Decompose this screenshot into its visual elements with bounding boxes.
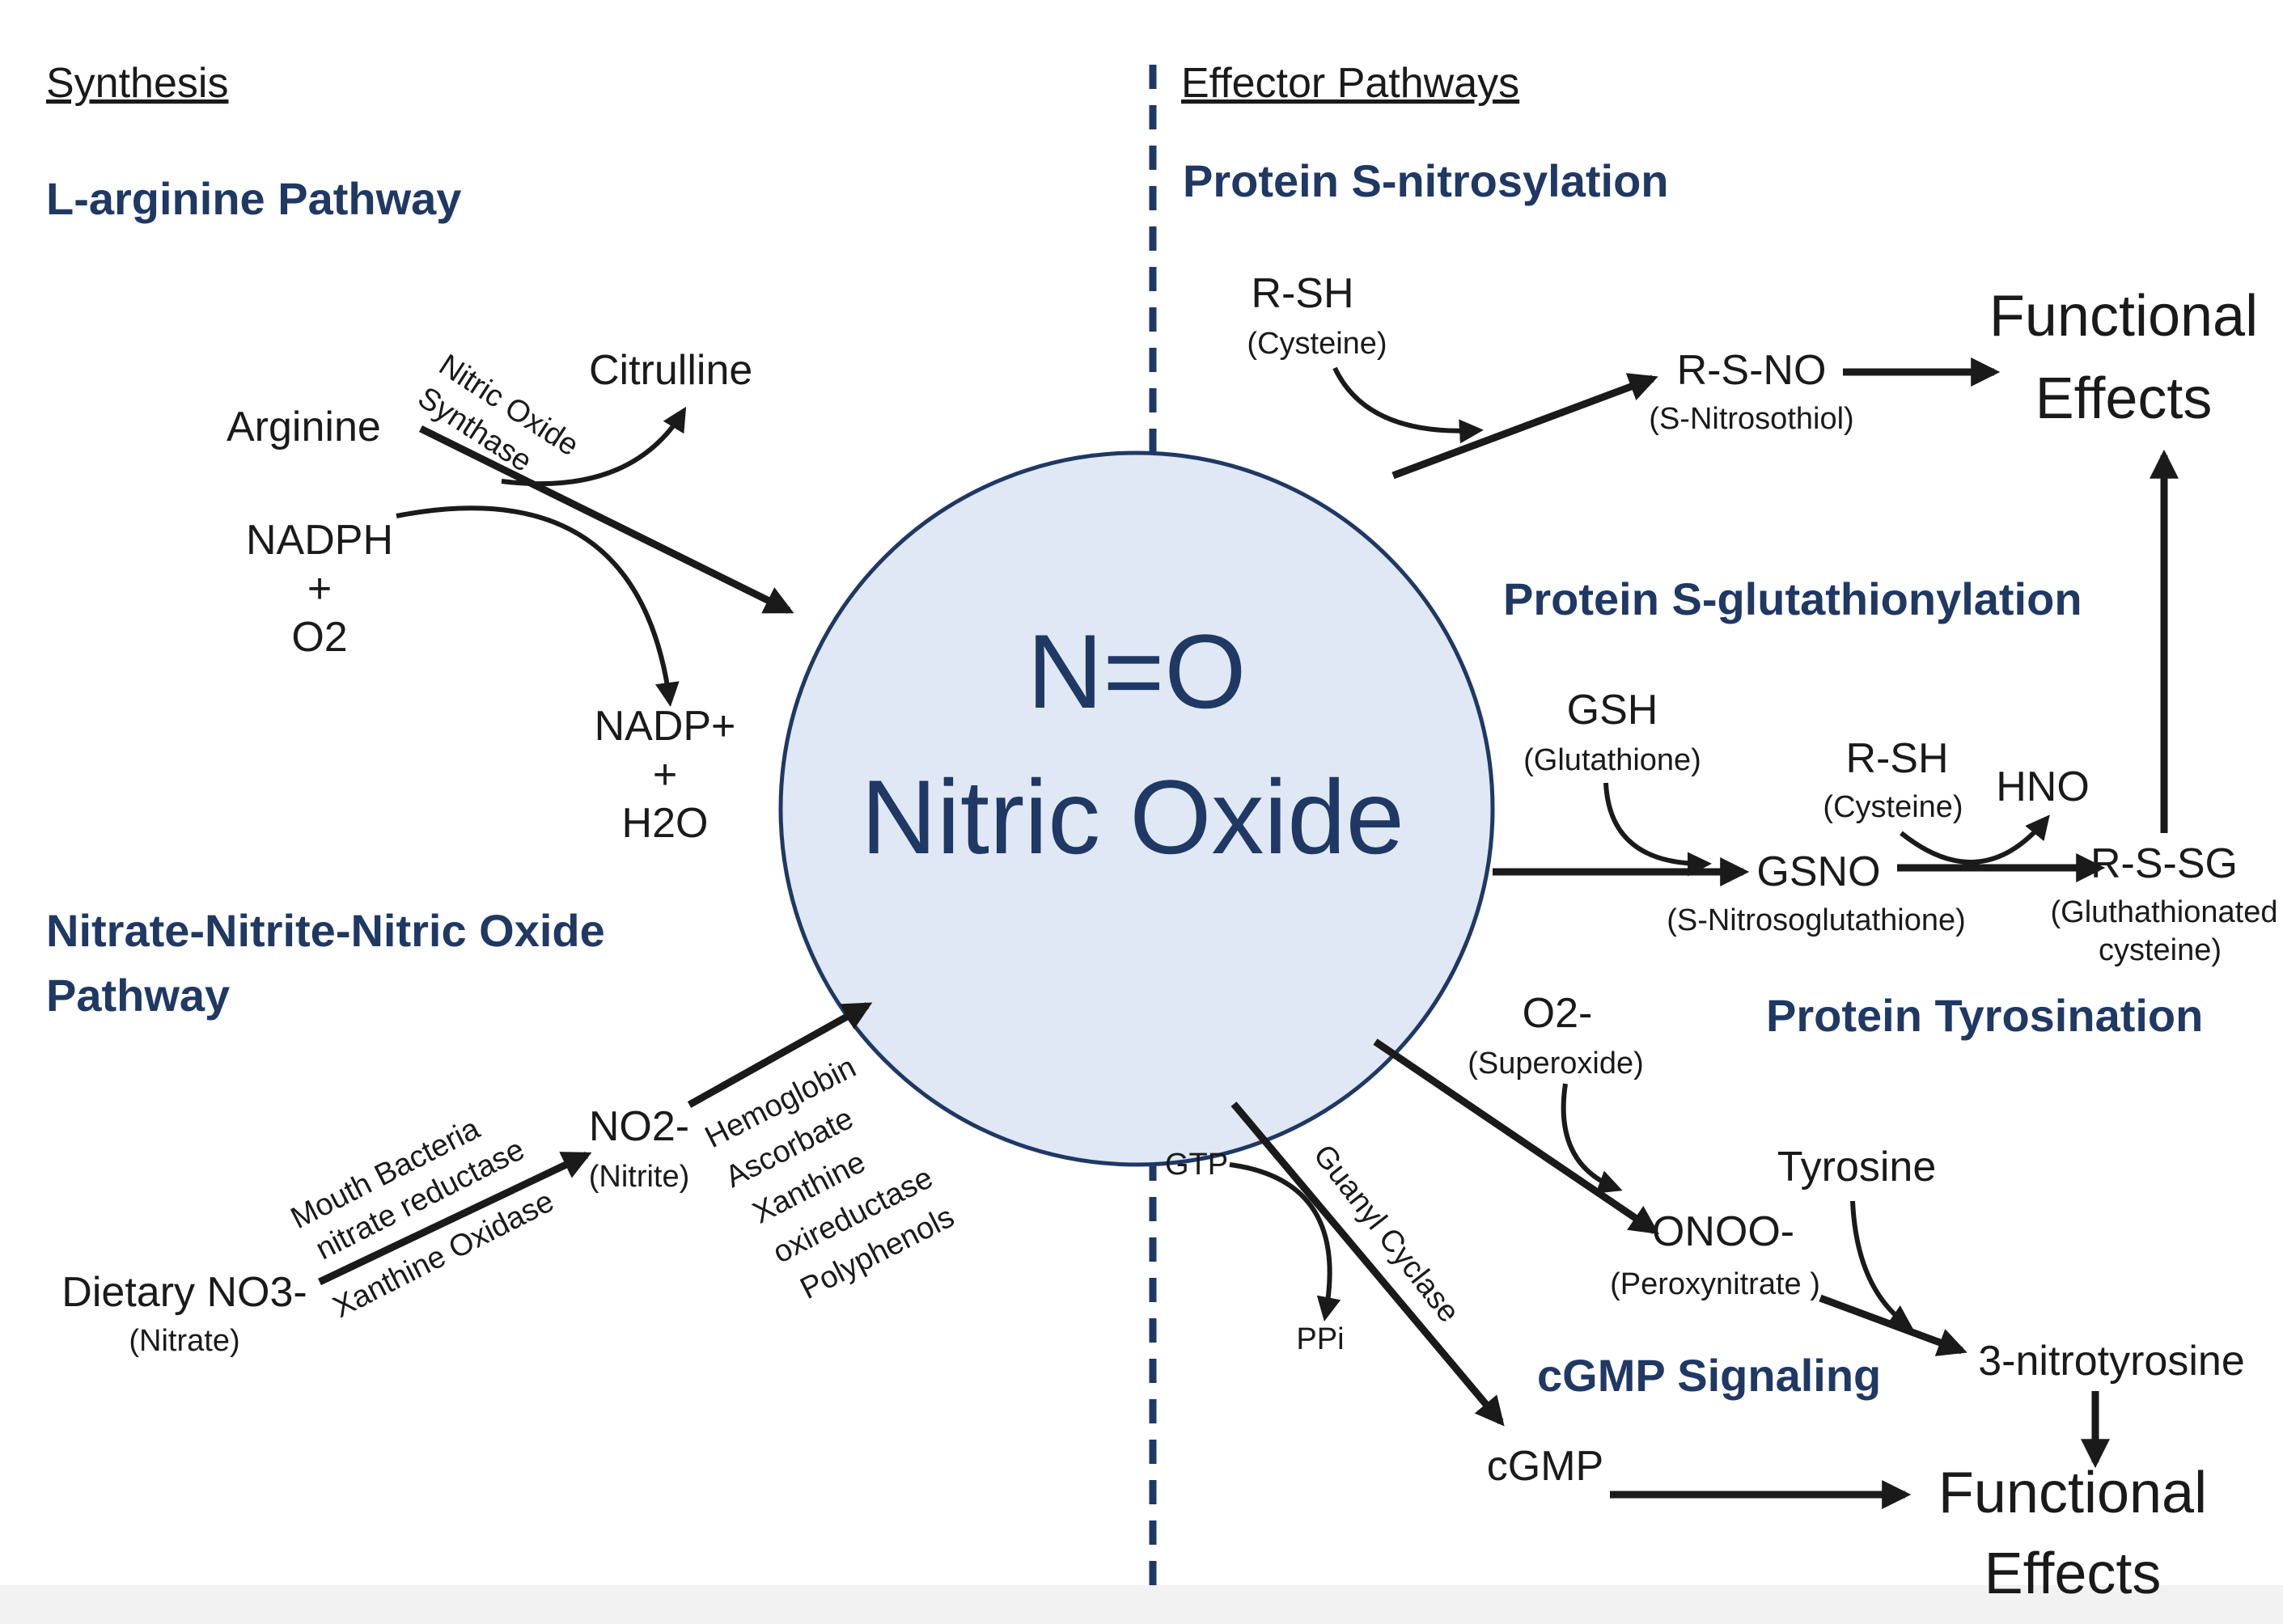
nitrotyrosine-label: 3-nitrotyrosine [1978, 1338, 2244, 1385]
gsh-join-arrow [1603, 782, 1712, 877]
snitrosothiol-sublabel: (S-Nitrosothiol) [1649, 402, 1853, 436]
no2-label: NO2- [589, 1103, 689, 1150]
heading-larginine: L-arginine Pathway [46, 173, 461, 224]
dietary-no3-label: Dietary NO3- [61, 1269, 307, 1316]
gsh-label: GSH [1567, 687, 1658, 734]
no-to-cgmp-arrow [1230, 1102, 1505, 1427]
onoo-to-nitrotyrosine-arrow [1819, 1294, 1967, 1356]
rsno-label: R-S-NO [1677, 347, 1827, 394]
citrulline-branch-arrow [501, 406, 687, 487]
snitrosoglutathione-sublabel: (S-Nitrosoglutathione) [1667, 903, 1966, 937]
glutathionated-sublabel-2: cysteine) [2099, 933, 2222, 967]
gsno-label: GSNO [1756, 848, 1880, 895]
heading-snitrosylation: Protein S-nitrosylation [1183, 155, 1669, 206]
nitric-oxide-circle [778, 450, 1495, 1167]
tyrosine-label: Tyrosine [1777, 1144, 1937, 1191]
center-name: Nitric Oxide [861, 758, 1404, 876]
gtp-to-ppi-arrow [1229, 1162, 1341, 1322]
nadph-to-nadp-arrow [396, 505, 680, 707]
citrulline-label: Citrulline [589, 347, 752, 394]
functional-effects-2-line2: Effects [1984, 1542, 2162, 1606]
heading-cgmp: cGMP Signaling [1537, 1350, 1881, 1401]
nadp-label: NADP+ [595, 703, 736, 750]
functional-effects-2-line1: Functional [1938, 1461, 2207, 1525]
section-title-effector: Effector Pathways [1181, 60, 1519, 107]
onoo-label: ONOO- [1652, 1208, 1794, 1255]
nitrate-sublabel: (Nitrate) [129, 1324, 239, 1358]
cysteine-sublabel-1: (Cysteine) [1247, 327, 1387, 361]
no-to-onoo-arrow [1373, 1038, 1659, 1235]
rsh-label-2: R-SH [1845, 735, 1948, 782]
plus-label-2: + [653, 751, 677, 798]
heading-nitrate-line2: Pathway [46, 970, 230, 1021]
functional-effects-1-line2: Effects [2035, 366, 2213, 431]
h2o-label: H2O [622, 800, 709, 847]
rsh-join-arrow [1332, 366, 1484, 444]
hno-branch-arrow [1900, 814, 2050, 865]
guanyl-cyclase-label: Guanyl Cyclase [1307, 1139, 1466, 1330]
nitrite-sublabel: (Nitrite) [589, 1160, 690, 1194]
arginine-label: Arginine [227, 404, 381, 450]
bottom-strip [0, 1585, 2283, 1624]
tyrosine-join-arrow [1850, 1200, 1913, 1330]
arginine-to-no-arrow [419, 425, 794, 615]
section-title-synthesis: Synthesis [46, 60, 228, 107]
no3-to-no2-arrow [318, 1151, 592, 1286]
o2-label: O2 [291, 614, 347, 661]
superoxide-sublabel: (Superoxide) [1468, 1047, 1644, 1081]
center-formula: N=O [1027, 612, 1247, 730]
heading-nitrate-line1: Nitrate-Nitrite-Nitric Oxide [46, 905, 605, 956]
nadph-label: NADPH [246, 517, 393, 564]
plus-label-1: + [307, 565, 332, 612]
heading-sglutathionylation: Protein S-glutathionylation [1503, 573, 2082, 624]
rsh-label-1: R-SH [1251, 270, 1353, 317]
no2-to-no-arrow [687, 1002, 873, 1108]
hno-label: HNO [1996, 763, 2090, 810]
ppi-label: PPi [1296, 1322, 1344, 1356]
glutathione-sublabel: (Glutathione) [1523, 743, 1701, 777]
functional-effects-1-line1: Functional [1989, 284, 2258, 349]
cysteine-sublabel-2: (Cysteine) [1823, 790, 1963, 824]
rssg-label: R-S-SG [2090, 840, 2238, 887]
superoxide-join-arrow [1561, 1083, 1623, 1194]
peroxynitrate-sublabel: (Peroxynitrate ) [1610, 1267, 1820, 1301]
glutathionated-sublabel-1: (Gluthathionated [2051, 895, 2278, 929]
heading-tyrosination: Protein Tyrosination [1766, 990, 2203, 1041]
no-to-rsno-arrow [1391, 373, 1658, 480]
o2minus-label: O2- [1523, 990, 1593, 1037]
cgmp-label: cGMP [1487, 1443, 1603, 1490]
gtp-label: GTP [1165, 1148, 1228, 1182]
